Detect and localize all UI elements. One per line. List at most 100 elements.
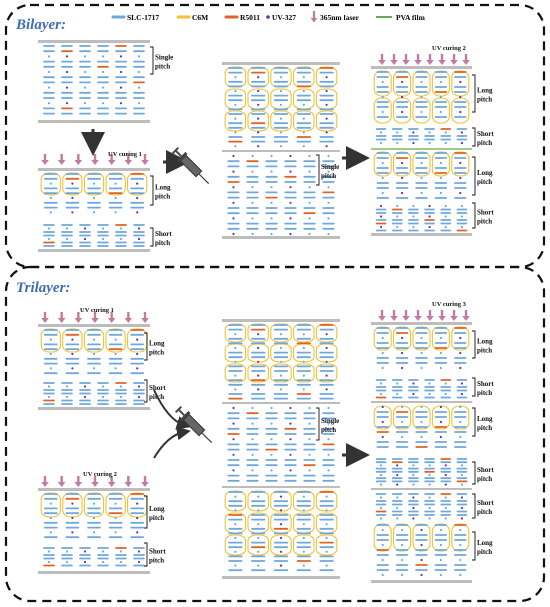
molecule-dot xyxy=(270,170,273,173)
molecule-dot xyxy=(279,145,283,148)
uv-curing-1-label-bilayer: UV curing 1 xyxy=(108,151,142,158)
molecule-dot xyxy=(412,506,415,510)
trilayer-frame xyxy=(4,265,546,603)
molecule-dot xyxy=(439,558,442,562)
helix-loop xyxy=(105,328,126,353)
molecule-dot xyxy=(101,86,105,89)
pitch-label-line1: Long xyxy=(477,87,493,95)
pitch-bracket xyxy=(472,407,476,437)
molecule-dot xyxy=(302,495,305,498)
pitch-label-line1: Single xyxy=(155,54,173,62)
molecule-dot xyxy=(257,346,260,350)
molecule-dot xyxy=(234,360,237,363)
molecule-dot xyxy=(459,176,462,180)
helix-loop xyxy=(224,110,247,132)
molecule-dot xyxy=(459,161,462,165)
molecule-dot xyxy=(257,374,260,377)
molecule-dot xyxy=(396,517,399,520)
molecule-dot xyxy=(234,103,237,106)
molecule-dot xyxy=(47,70,51,74)
molecule-dot xyxy=(325,374,328,377)
molecule-dot xyxy=(420,95,423,99)
legend-item-slc1717: SLC-1717 xyxy=(111,13,159,22)
molecule-dot xyxy=(65,560,69,564)
pitch-label-line2: pitch xyxy=(149,514,164,522)
trilayer-title: Trilayer: xyxy=(16,280,70,296)
molecule-dot xyxy=(459,351,462,355)
molecule-dot xyxy=(444,464,447,467)
molecule-dot xyxy=(302,523,305,526)
molecule-dot xyxy=(396,473,399,477)
glass-plate-bottom xyxy=(38,407,150,410)
helix-loop xyxy=(293,323,315,343)
uv-curing-1-label-trilayer: UV curing 1 xyxy=(80,307,114,314)
molecule-dot xyxy=(232,217,235,220)
molecule-dot xyxy=(412,141,415,145)
molecule-dot xyxy=(137,227,141,230)
molecule-dot xyxy=(381,528,384,532)
molecule-dot xyxy=(396,392,399,396)
glass-plate-top xyxy=(222,319,340,322)
molecule-dot xyxy=(114,516,117,520)
molecule-dot xyxy=(327,438,330,441)
molecule-dot xyxy=(308,201,311,204)
molecule-dot xyxy=(279,131,283,134)
helix-loop xyxy=(315,363,338,383)
molecule-dot xyxy=(257,523,260,526)
glass-plate-bottom xyxy=(371,580,472,583)
molecule-dot xyxy=(92,531,96,534)
pitch-label-line2: pitch xyxy=(155,193,170,201)
molecule-dot xyxy=(114,196,117,200)
molecule-dot xyxy=(83,385,87,388)
mid-plate-h1 xyxy=(371,401,472,403)
molecule-dot xyxy=(439,573,442,577)
molecule-dot xyxy=(439,161,442,165)
molecule-dot xyxy=(302,89,305,93)
molecule-dot xyxy=(459,110,462,114)
molecule-dot xyxy=(420,435,423,439)
molecule-dot xyxy=(119,560,123,564)
molecule-dot xyxy=(327,453,330,456)
molecule-dot xyxy=(279,550,283,553)
pitch-bracket xyxy=(150,227,154,247)
glass-plate-top xyxy=(38,168,150,171)
molecule-dot xyxy=(257,536,260,540)
molecule-dot xyxy=(65,237,69,241)
molecule-dot xyxy=(92,502,96,505)
molecule-dot xyxy=(439,528,442,532)
molecule-dot xyxy=(444,141,447,145)
molecule-dot xyxy=(401,80,404,84)
pitch-label-line1: Long xyxy=(477,539,493,547)
molecule-dot xyxy=(401,558,404,562)
molecule-dot xyxy=(325,117,328,120)
molecule-dot xyxy=(251,469,254,472)
molecule-dot xyxy=(92,352,96,356)
molecule-dot xyxy=(459,420,462,424)
molecule-dot xyxy=(396,464,399,467)
molecule-dot xyxy=(65,550,69,553)
molecule-dot xyxy=(401,161,404,165)
molecule-dot xyxy=(381,435,384,439)
molecule-dot xyxy=(459,336,462,340)
molecule-dot xyxy=(234,131,237,134)
laser-arrow-head xyxy=(462,316,470,321)
molecule-dot xyxy=(439,543,442,547)
molecule-dot xyxy=(396,215,399,218)
laser-arrow-head xyxy=(141,160,149,165)
molecule-dot xyxy=(257,564,260,567)
molecule-dot xyxy=(428,225,431,229)
molecule-dot xyxy=(101,70,105,74)
molecule-dot xyxy=(401,405,404,409)
molecule-dot xyxy=(401,528,404,532)
molecule-dot xyxy=(289,186,292,189)
molecule-dot xyxy=(439,95,442,99)
helix-loop xyxy=(270,110,292,132)
molecule-dot xyxy=(444,225,447,229)
pitch-bracket xyxy=(472,377,476,397)
pitch-bracket xyxy=(144,542,148,567)
molecule-dot xyxy=(428,496,431,499)
molecule-dot xyxy=(232,453,235,456)
helix-loop xyxy=(293,534,315,556)
molecule-dot xyxy=(302,564,305,567)
molecule-dot xyxy=(92,338,96,341)
